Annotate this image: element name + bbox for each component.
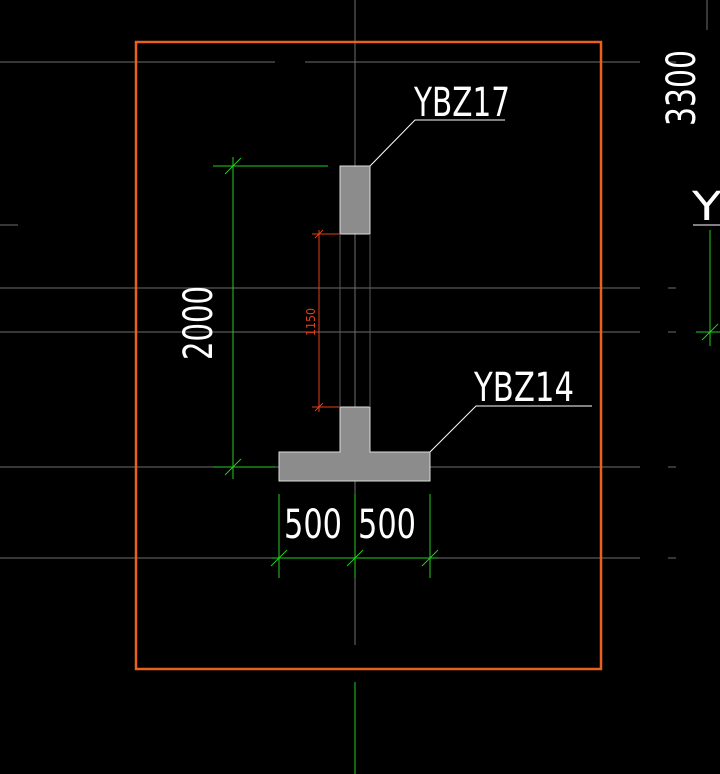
label-ybz17: YBZ17 <box>413 80 510 126</box>
dimension-3300 <box>696 230 720 346</box>
label-ybz14: YBZ14 <box>473 365 574 411</box>
dim-500-tick-left <box>270 549 288 567</box>
walls <box>278 165 431 482</box>
leaders <box>369 119 720 453</box>
dim-3300-tick <box>701 323 719 341</box>
dim-2000-text: 2000 <box>176 286 222 360</box>
dim-500-tick-mid <box>346 549 364 567</box>
selection-frame[interactable] <box>134 40 603 671</box>
label-partial-right: YE <box>691 184 720 230</box>
wall-ybz14[interactable] <box>278 406 431 482</box>
dim-3300-text: 3300 <box>659 50 705 126</box>
dim-500-left-text: 500 <box>284 502 342 548</box>
dim-1150-text: 1150 <box>304 308 318 336</box>
dim-500-tick-right <box>421 549 439 567</box>
wall-ybz17[interactable] <box>339 165 371 235</box>
dim-2000-tick-top <box>224 157 242 175</box>
dimension-1150 <box>312 229 340 412</box>
dim-500-right-text: 500 <box>358 502 416 548</box>
leader-ybz17 <box>369 119 505 167</box>
dim-1150-tick-top <box>314 229 324 239</box>
leader-ybz14 <box>429 405 592 453</box>
dim-2000-tick-bottom <box>224 458 242 476</box>
dim-1150-tick-bottom <box>314 402 324 412</box>
dimension-2000 <box>213 157 328 479</box>
dimension-500-500 <box>270 494 439 578</box>
wall-hidden-outline <box>339 234 371 407</box>
